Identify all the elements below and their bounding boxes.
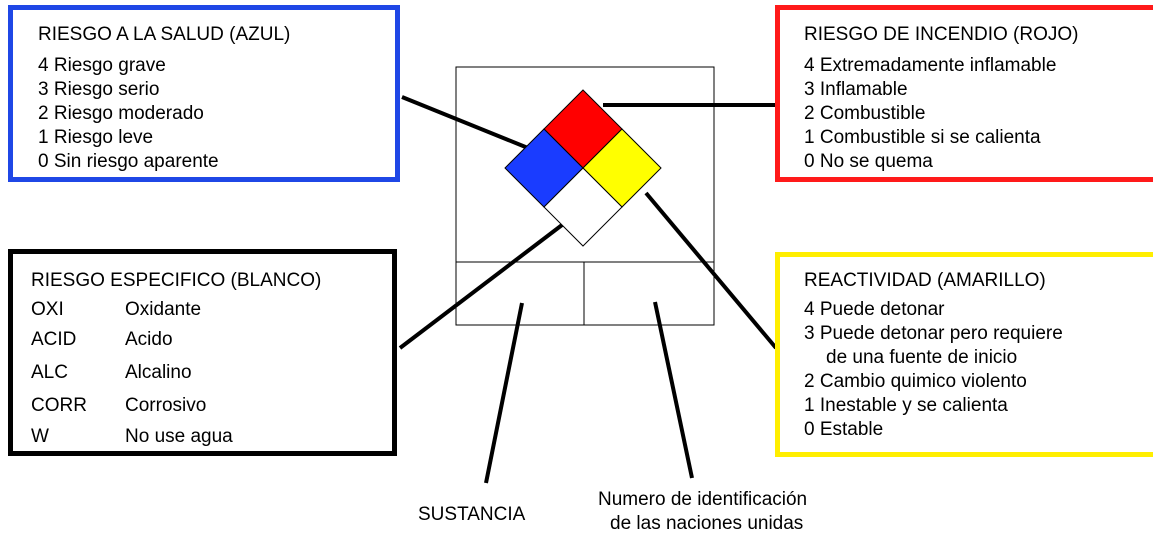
- fire-risk-item: 1 Combustible si se calienta: [804, 127, 1041, 148]
- reactivity-item: 4 Puede detonar: [804, 299, 945, 320]
- specific-risk-code: ACID: [31, 329, 77, 350]
- health-risk-item: 4 Riesgo grave: [38, 55, 166, 76]
- placard-frame: [455, 66, 715, 326]
- reactivity-item: 2 Cambio quimico violento: [804, 371, 1027, 392]
- connector-sustancia: [484, 302, 524, 484]
- reactivity-item: 1 Inestable y se calienta: [804, 395, 1008, 416]
- specific-risk-title: RIESGO ESPECIFICO (BLANCO): [31, 270, 322, 291]
- fire-risk-item: 0 No se quema: [804, 151, 933, 172]
- fire-risk-item: 2 Combustible: [804, 103, 926, 124]
- specific-risk-desc: No use agua: [125, 426, 233, 447]
- specific-risk-code: OXI: [31, 299, 64, 320]
- un-number-caption-line2: de las naciones unidas: [610, 513, 804, 534]
- connector-reactividad: [644, 191, 778, 350]
- health-risk-item: 0 Sin riesgo aparente: [38, 151, 219, 172]
- diamond-white-specific: [543, 167, 623, 247]
- health-risk-item: 2 Riesgo moderado: [38, 103, 204, 124]
- substance-caption: SUSTANCIA: [418, 504, 526, 525]
- health-risk-title: RIESGO A LA SALUD (AZUL): [38, 24, 291, 45]
- connector-especifico: [398, 223, 564, 350]
- fire-risk-box: RIESGO DE INCENDIO (ROJO) 4 Extremadamen…: [775, 5, 1153, 182]
- specific-risk-desc: Alcalino: [125, 362, 192, 383]
- specific-risk-desc: Oxidante: [125, 299, 202, 320]
- reactivity-item: 3 Puede detonar pero requiere: [804, 323, 1063, 344]
- connector-salud: [401, 95, 529, 150]
- health-risk-box: RIESGO A LA SALUD (AZUL) 4 Riesgo grave …: [8, 5, 400, 182]
- fire-risk-item: 4 Extremadamente inflamable: [804, 55, 1057, 76]
- specific-risk-code: CORR: [31, 395, 87, 416]
- specific-risk-code: ALC: [31, 362, 68, 383]
- reactivity-title: REACTIVIDAD (AMARILLO): [804, 270, 1046, 291]
- specific-risk-box: RIESGO ESPECIFICO (BLANCO) OXI Oxidante …: [8, 249, 397, 456]
- reactivity-box: REACTIVIDAD (AMARILLO) 4 Puede detonar 3…: [775, 252, 1153, 457]
- fire-risk-item: 3 Inflamable: [804, 79, 908, 100]
- un-number-caption-line1: Numero de identificación: [598, 489, 808, 510]
- specific-risk-desc: Corrosivo: [125, 395, 207, 416]
- specific-risk-code: W: [31, 426, 49, 447]
- connector-numero: [653, 301, 694, 479]
- reactivity-item: 0 Estable: [804, 419, 884, 440]
- health-risk-item: 3 Riesgo serio: [38, 79, 160, 100]
- specific-risk-desc: Acido: [125, 329, 173, 350]
- reactivity-item: de una fuente de inicio: [826, 347, 1018, 368]
- health-risk-item: 1 Riesgo leve: [38, 127, 154, 148]
- fire-risk-title: RIESGO DE INCENDIO (ROJO): [804, 24, 1079, 45]
